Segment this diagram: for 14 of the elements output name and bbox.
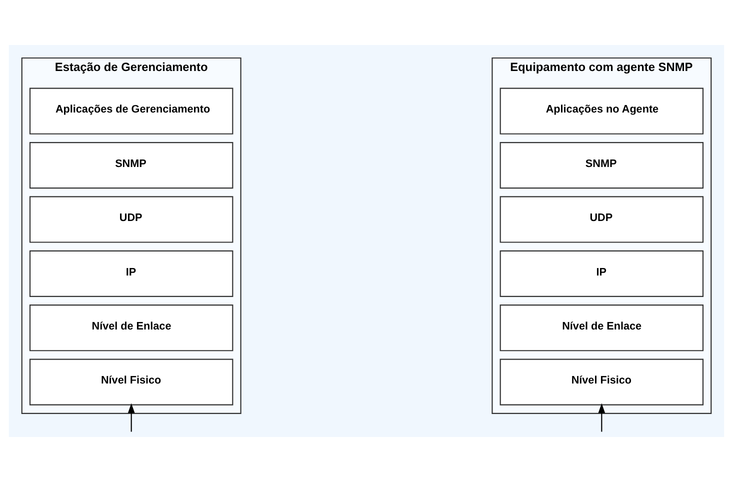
node-box: Nível Fisico [500,358,704,405]
node-box: SNMP [500,142,704,188]
node-box: IP [29,250,234,296]
node-box: Aplicações de Gerenciamento [29,87,234,134]
node-box: IP [500,250,704,296]
node-box: SNMP [29,142,234,188]
node-box: Nível Fisico [29,358,234,405]
node-box: Aplicações no Agente [500,87,704,134]
node-box: UDP [29,196,234,242]
arrow [598,402,606,432]
node-box: UDP [500,196,704,242]
arrow [128,402,135,432]
node-box: Nível de Enlace [29,304,234,351]
node-box: Nível de Enlace [500,304,704,351]
